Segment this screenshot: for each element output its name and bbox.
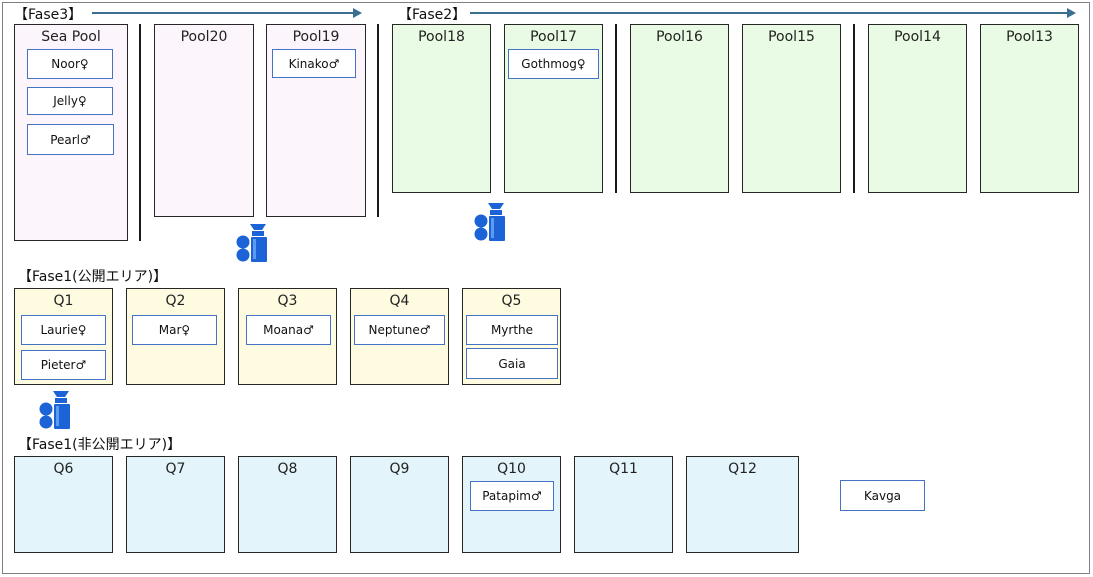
quarantine-q7: Q7 bbox=[126, 456, 225, 553]
quarantine-title: Q10 bbox=[497, 461, 526, 477]
animal-tag-gothmog[interactable]: Gothmog♀ bbox=[508, 49, 599, 79]
quarantine-q6: Q6 bbox=[14, 456, 113, 553]
phase-arrow-fase3 bbox=[92, 8, 362, 18]
pool-title: Pool17 bbox=[530, 29, 577, 45]
camera-robot-icon bbox=[236, 224, 267, 262]
pool-14: Pool14 bbox=[868, 24, 967, 193]
phase-label-fase1-private: 【Fase1(非公開エリア)】 bbox=[18, 437, 182, 453]
pool-title: Pool18 bbox=[418, 29, 465, 45]
pool-title: Pool20 bbox=[180, 29, 228, 45]
pool-title: Pool14 bbox=[894, 29, 941, 45]
quarantine-title: Q8 bbox=[277, 461, 298, 477]
pool-18: Pool18 bbox=[392, 24, 491, 193]
camera-robot-icon bbox=[474, 203, 505, 241]
quarantine-title: Q7 bbox=[165, 461, 186, 477]
camera-robot-icon bbox=[39, 391, 70, 429]
quarantine-title: Q12 bbox=[728, 461, 757, 477]
animal-tag-myrthe[interactable]: Myrthe bbox=[466, 315, 558, 345]
phase-arrow-fase2 bbox=[470, 8, 1076, 18]
animal-tag-pearl[interactable]: Pearl♂ bbox=[27, 124, 114, 155]
pool-title: Sea Pool bbox=[41, 29, 101, 45]
quarantine-q11: Q11 bbox=[574, 456, 673, 553]
pool-15: Pool15 bbox=[742, 24, 841, 193]
pool-divider bbox=[615, 24, 617, 193]
pool-divider bbox=[853, 24, 855, 193]
pool-title: Pool13 bbox=[1006, 29, 1053, 45]
animal-tag-moana[interactable]: Moana♂ bbox=[246, 315, 331, 345]
quarantine-q8: Q8 bbox=[238, 456, 337, 553]
animal-tag-gaia[interactable]: Gaia bbox=[466, 348, 558, 379]
phase-label-fase1-public: 【Fase1(公開エリア)】 bbox=[18, 269, 168, 285]
quarantine-title: Q4 bbox=[389, 293, 410, 309]
animal-tag-patapim[interactable]: Patapim♂ bbox=[470, 481, 554, 511]
pool-16: Pool16 bbox=[630, 24, 729, 193]
pool-title: Pool19 bbox=[292, 29, 340, 45]
animal-tag-pieter[interactable]: Pieter♂ bbox=[21, 350, 106, 380]
pool-title: Pool16 bbox=[656, 29, 703, 45]
animal-tag-mar[interactable]: Mar♀ bbox=[132, 315, 217, 345]
animal-tag-laurie[interactable]: Laurie♀ bbox=[21, 315, 106, 345]
pool-title: Pool15 bbox=[768, 29, 815, 45]
phase-divider bbox=[377, 24, 379, 217]
quarantine-title: Q9 bbox=[389, 461, 410, 477]
animal-tag-jelly[interactable]: Jelly♀ bbox=[27, 87, 113, 115]
pool-20: Pool20 bbox=[154, 24, 254, 217]
quarantine-title: Q3 bbox=[277, 293, 298, 309]
quarantine-title: Q6 bbox=[53, 461, 74, 477]
pool-13: Pool13 bbox=[980, 24, 1079, 193]
animal-tag-neptune[interactable]: Neptune♂ bbox=[354, 315, 445, 345]
quarantine-title: Q2 bbox=[165, 293, 186, 309]
quarantine-title: Q5 bbox=[501, 293, 522, 309]
animal-tag-kavga[interactable]: Kavga bbox=[840, 480, 925, 511]
quarantine-title: Q11 bbox=[609, 461, 638, 477]
phase-label-fase2: 【Fase2】 bbox=[398, 7, 467, 23]
pool-divider bbox=[139, 24, 141, 241]
animal-tag-kinako[interactable]: Kinako♂ bbox=[272, 49, 356, 78]
quarantine-title: Q1 bbox=[53, 293, 74, 309]
quarantine-q9: Q9 bbox=[350, 456, 449, 553]
phase-label-fase3: 【Fase3】 bbox=[14, 7, 83, 23]
quarantine-q12: Q12 bbox=[686, 456, 799, 553]
animal-tag-noor[interactable]: Noor♀ bbox=[27, 49, 113, 79]
